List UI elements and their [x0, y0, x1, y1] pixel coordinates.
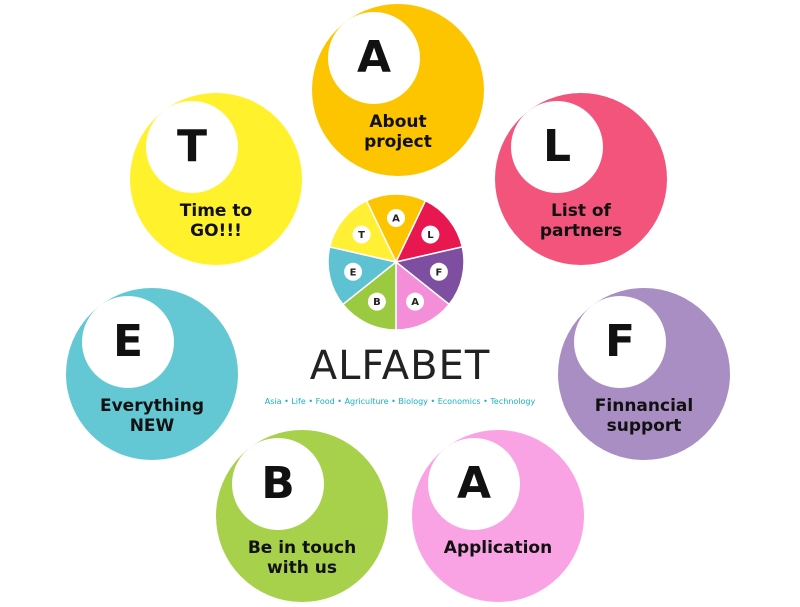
wheel-letter: T — [358, 230, 365, 241]
bubble-letter: F — [604, 316, 636, 367]
wheel-letter-circle — [421, 225, 440, 244]
alfabet-wheel-logo: A L F A B E T — [327, 193, 465, 331]
bubble-letter: A — [456, 458, 492, 509]
bubble-application[interactable]: A Application — [412, 430, 584, 602]
wheel-letter-circle — [406, 292, 425, 311]
bubble-letter: B — [261, 458, 295, 509]
bubble-letter: A — [356, 32, 392, 83]
bubble-label: About project — [364, 112, 432, 152]
bubble-list-of-partners[interactable]: L List of partners — [495, 93, 667, 265]
wheel-letter-circle — [387, 209, 405, 227]
wheel-segment — [341, 260, 397, 331]
bubble-financial-support[interactable]: F Finnancial support — [558, 288, 730, 460]
wheel-segment — [395, 260, 451, 331]
bubble-everything-new[interactable]: E Everything NEW — [66, 288, 238, 460]
wheel-letter: A — [411, 297, 419, 308]
bubble-be-in-touch[interactable]: B Be in touch with us — [216, 430, 388, 602]
letter-circle: B — [232, 438, 324, 530]
bubble-label: Application — [443, 538, 553, 558]
letter-circle: A — [428, 438, 520, 530]
bubble-letter: E — [112, 316, 144, 367]
bubble-time-to-go[interactable]: T Time to GO!!! — [130, 93, 302, 265]
wheel-letter-circle — [352, 225, 371, 244]
wheel-letter: A — [392, 214, 400, 225]
wheel-letter-circle — [367, 292, 386, 311]
bubble-label: Everything NEW — [99, 396, 205, 436]
wheel-segment — [394, 245, 465, 306]
wheel-letter-circle — [429, 262, 448, 281]
wheel-segment — [327, 245, 398, 306]
brand-title: ALFABET — [309, 343, 491, 389]
bubble-label: Time to GO!!! — [179, 201, 253, 241]
bubble-letter: T — [176, 121, 207, 172]
wheel-segment — [365, 193, 427, 264]
bubble-label: List of partners — [539, 201, 623, 241]
wheel-letter: L — [427, 230, 434, 241]
letter-circle: F — [574, 296, 666, 388]
letter-circle: T — [146, 101, 238, 193]
wheel-letter: F — [435, 267, 442, 278]
letter-circle: A — [328, 12, 420, 104]
wheel-letter: B — [373, 297, 381, 308]
bubble-label: Finnancial support — [594, 396, 694, 436]
bubble-about-project[interactable]: A About project — [312, 4, 484, 176]
wheel-letter-circle — [344, 262, 363, 281]
wheel-letter: E — [350, 267, 357, 278]
bubble-label: Be in touch with us — [247, 538, 357, 578]
letter-circle: E — [82, 296, 174, 388]
bubble-letter: L — [542, 121, 572, 172]
brand-tagline: Asia • Life • Food • Agriculture • Biolo… — [264, 397, 536, 406]
letter-circle: L — [511, 101, 603, 193]
